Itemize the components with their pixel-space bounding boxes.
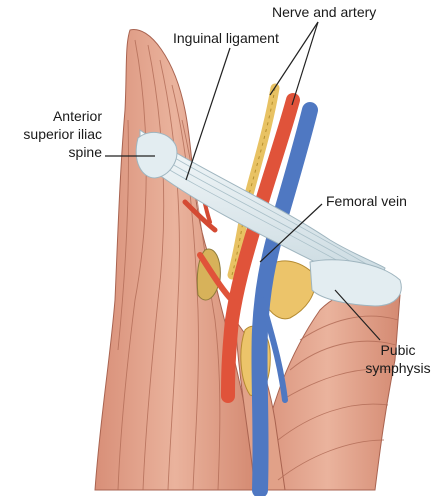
leader-femoral-vein [259,203,323,263]
label-asis-line2: superior iliac [23,126,102,142]
label-nerve-artery: Nerve and artery [272,4,377,20]
label-inguinal-ligament: Inguinal ligament [173,30,279,46]
label-pubic-line2: symphysis [365,360,431,376]
leader-inguinal [185,47,231,181]
leader-lines [105,21,381,341]
label-femoral-vein: Femoral vein [326,193,407,209]
label-asis-line1: Anterior [52,108,102,124]
label-asis-line3: spine [68,144,102,160]
leader-nerve [269,21,319,96]
asis-bone [135,131,178,179]
leader-pubic [334,289,381,341]
artery [221,93,300,403]
vein [251,102,318,496]
leader-artery [291,21,319,106]
fat-tissue [261,260,316,320]
label-pubic-line1: Pubic [380,342,416,358]
pubic-bone [309,259,402,307]
muscle-fibers [117,39,399,491]
